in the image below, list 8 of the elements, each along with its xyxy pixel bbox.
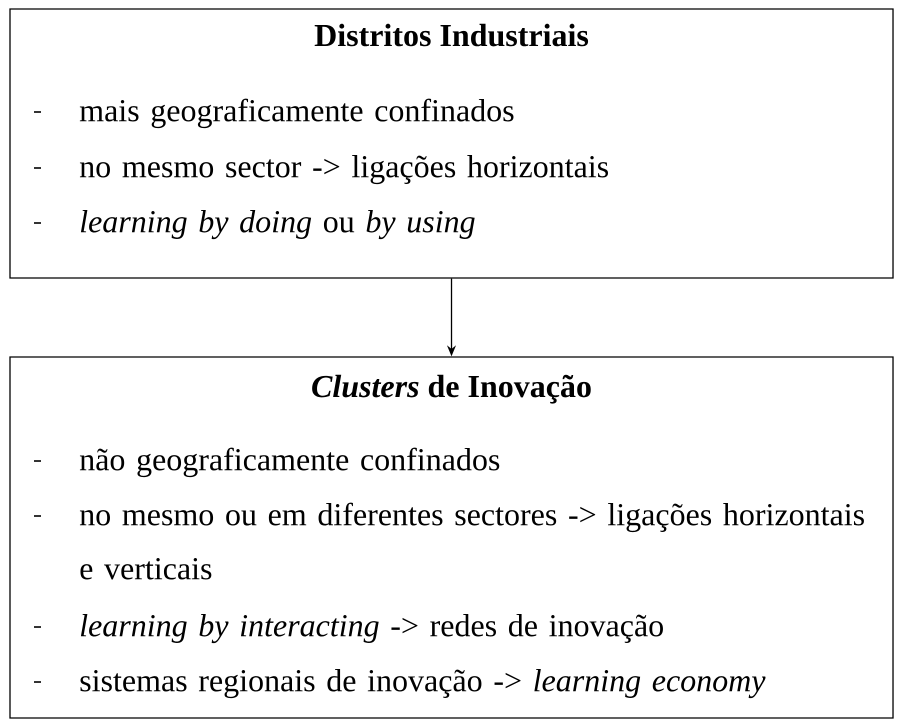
list-item: mais geograficamente confinados — [80, 98, 514, 128]
list-item: learning by interacting -> redes de inovação — [80, 614, 663, 644]
box-heading: Distritos Industriais — [314, 24, 588, 46]
list-item: learning by doing ou by using — [80, 210, 475, 240]
list-item: sistemas regionais de inovação -> learning economy — [80, 669, 766, 698]
box-heading: Clusters de Inovação — [312, 374, 591, 404]
list-item: não geograficamente confinados — [80, 448, 500, 478]
list-item: no mesmo sector -> ligações horizontais — [80, 155, 608, 184]
